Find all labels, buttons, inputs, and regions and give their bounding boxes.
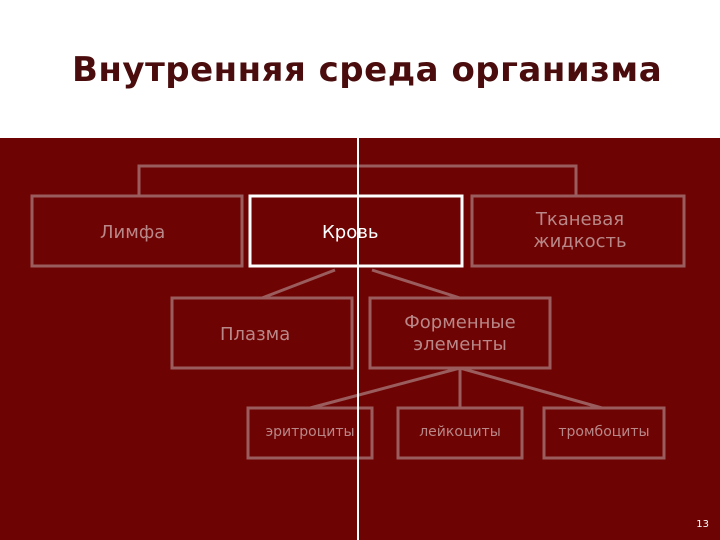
label-lymph: Лимфа — [100, 222, 166, 243]
boxes — [30, 194, 686, 460]
box-blood — [248, 194, 464, 268]
page-number: 13 — [696, 519, 709, 530]
label-tissue-fluid: Тканевая жидкость — [533, 208, 627, 253]
box-leukocytes — [396, 406, 524, 460]
label-erythrocytes: эритроциты — [265, 424, 355, 441]
label-plasma: Плазма — [220, 323, 291, 345]
label-leukocytes: лейкоциты — [419, 424, 501, 441]
box-erythrocytes — [246, 406, 374, 460]
connector-blood-plasma — [261, 268, 336, 300]
box-plasma — [170, 296, 354, 370]
connectors — [137, 164, 603, 410]
diagram-panel — [0, 138, 720, 540]
connector-formed-thrombo — [459, 366, 603, 410]
label-blood: Кровь — [322, 221, 379, 243]
box-lymph — [30, 194, 244, 268]
slide-title: Внутренняя среда организма — [72, 50, 663, 90]
box-thrombocytes — [542, 406, 666, 460]
connector-blood-formed — [371, 268, 461, 300]
label-thrombocytes: тромбоциты — [558, 424, 650, 441]
connector-formed-erythro — [309, 366, 461, 410]
box-formed-elements — [368, 296, 552, 370]
title-area: Внутренняя среда организма — [0, 0, 720, 138]
box-tissue-fluid — [470, 194, 686, 268]
label-formed-elements: Форменные элементы — [404, 311, 516, 356]
